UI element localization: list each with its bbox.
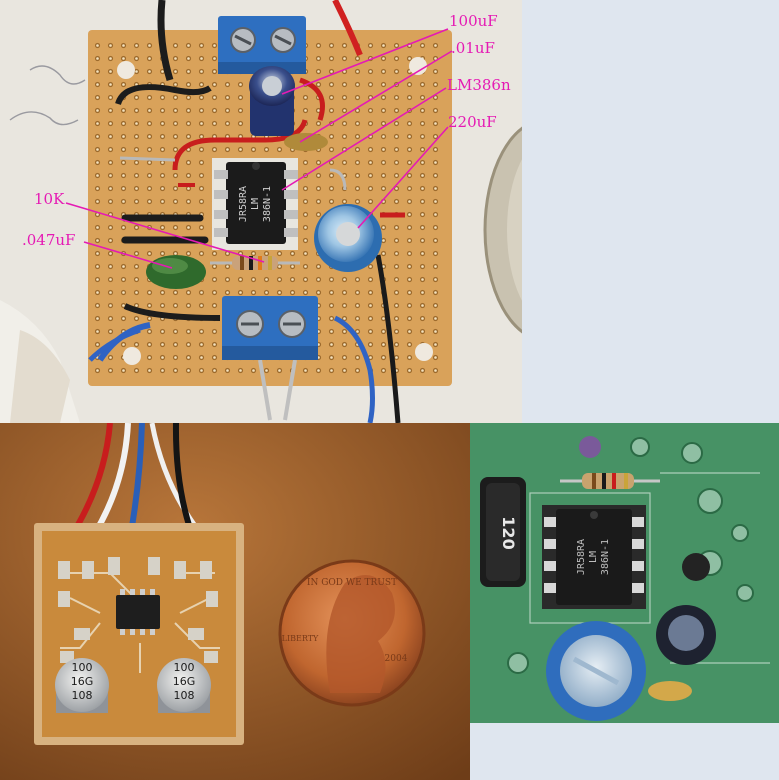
capacitor-01uf: [284, 133, 328, 151]
label-01uf: .01uF: [451, 39, 495, 57]
capacitor-100uf: [249, 66, 295, 136]
module-chip-marking-2: LM: [588, 551, 599, 563]
module-chip-marking-1: JR58RA: [576, 539, 587, 575]
chip-marking-3: 386N-1: [262, 186, 273, 222]
green-module-photo: 120 JR58RA LM 386N-1: [470, 423, 779, 723]
label-lm386n: LM386n: [447, 76, 511, 94]
penny-motto: IN GOD WE TRUST: [307, 578, 397, 588]
capacitor-220uf: [314, 204, 382, 272]
potentiometer: [546, 621, 646, 721]
label-10k: 10K: [34, 190, 65, 208]
label-100uf: 100uF: [449, 12, 498, 30]
inductor: 120: [480, 477, 526, 587]
penny-coin: IN GOD WE TRUST LIBERTY 2004: [278, 559, 426, 707]
smd-cap-right-line3: 108: [174, 689, 195, 702]
smd-cap-left-line1: 100: [72, 661, 93, 674]
annotation-leaders: [65, 28, 453, 269]
terminal-block-top: [218, 16, 306, 74]
smd-board-photo: 100 16G 108 100 16G 108 IN GOD WE TRUST …: [0, 423, 470, 780]
smd-cap-right-line2: 16G: [173, 675, 196, 688]
chip-marking-2: LM: [250, 198, 261, 210]
smd-cap-left-line3: 108: [72, 689, 93, 702]
resistor-10k: [210, 256, 300, 270]
terminal-block-bottom: [222, 296, 318, 360]
lm386-chip: JR58RA LM 386N-1: [212, 158, 298, 250]
module-chip-marking-3: 386N-1: [600, 539, 611, 575]
smd-cap-left: 100 16G 108: [55, 658, 109, 713]
chip-marking-1: JR58RA: [238, 186, 249, 222]
perfboard-photo: JR58RA LM 386N-1: [0, 0, 522, 423]
smd-cap-right-line1: 100: [174, 661, 195, 674]
penny-year: 2004: [385, 654, 408, 664]
penny-liberty: LIBERTY: [282, 634, 319, 643]
module-electrolytic: [656, 605, 716, 665]
inductor-marking: 120: [499, 516, 518, 549]
label-047uf: .047uF: [22, 231, 76, 249]
module-dip-chip: JR58RA LM 386N-1: [542, 505, 646, 609]
smd-cap-left-line2: 16G: [71, 675, 94, 688]
label-220uf: 220uF: [448, 113, 497, 131]
smd-cap-right: 100 16G 108: [157, 658, 211, 713]
